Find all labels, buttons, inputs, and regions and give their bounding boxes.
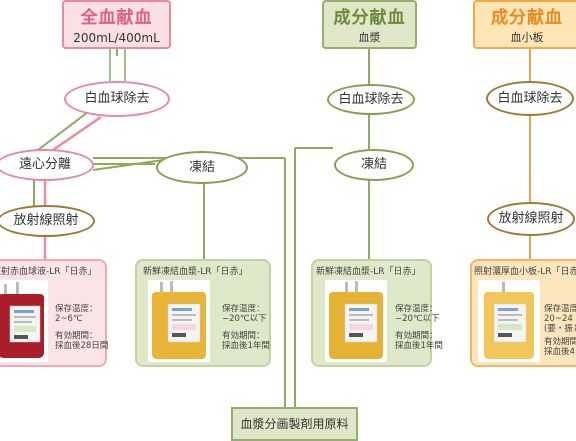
freezing-whole: 凍結 [156, 151, 248, 184]
rbc-bag-icon [0, 282, 44, 358]
rbc-expiry-label: 有効期間： [55, 331, 98, 341]
ffp-whole-product-name: 新鮮凍結血漿-LR「日赤」 [143, 267, 248, 277]
rbc-expiry-value: 採血後28日間 [55, 341, 109, 351]
rbc-storage-label: 保存温度： [55, 304, 98, 314]
ffp-whole-expiry-label: 有効期間： [222, 331, 265, 341]
leukocyte-removal-whole: 白血球除去 [64, 81, 170, 117]
plasma-title: 成分献血 [333, 8, 406, 28]
whole-blood-subtitle: 200mL/400mL [73, 31, 160, 45]
ffp-whole-storage-label: 保存温度： [222, 304, 265, 314]
whole-blood-header: 全血献血 200mL/400mL [62, 0, 171, 49]
platelet-expiry-value: 採血後4日 [544, 347, 576, 357]
ffp-apheresis-product-name: 新鮮凍結血漿-LR「日赤」 [316, 267, 421, 277]
ffp-apheresis-expiry-label: 有効期間： [395, 331, 438, 341]
platelet-storage-value: 20~24 [544, 314, 573, 324]
platelet-title: 成分献血 [491, 8, 563, 28]
ffp-apheresis-storage-value: −20℃以下 [395, 314, 440, 324]
ffp-apheresis-expiry-value: 採血後1年間 [395, 341, 443, 351]
plasma-subtitle: 血漿 [358, 31, 381, 44]
rbc-info: 保存温度： 2~6℃ 有効期間： 採血後28日間 [55, 304, 108, 351]
fractionation-raw-material: 血漿分画製剤用原料 [231, 407, 358, 441]
ffp-apheresis-bag-photo [325, 280, 387, 362]
platelet-storage-label: 保存温度： [544, 304, 576, 314]
platelet-subtitle: 血小板 [510, 31, 544, 44]
platelet-bag-photo [478, 280, 540, 362]
platelet-storage-note: (要・振と [544, 324, 576, 334]
ffp-whole-bag-icon [152, 281, 206, 359]
irradiation-whole: 放射線照射 [0, 205, 95, 237]
rbc-bag-photo [0, 280, 48, 362]
centrifugation: 遠心分離 [0, 149, 94, 181]
ffp-apheresis-bag-icon [329, 281, 383, 359]
platelet-header: 成分献血 血小板 [473, 0, 576, 49]
plasma-header: 成分献血 血漿 [322, 0, 417, 49]
platelet-product-name: 照射濃厚血小板-LR「日赤」 [474, 267, 576, 277]
ffp-whole-bag-photo [148, 280, 210, 362]
ffp-whole-expiry-value: 採血後1年間 [222, 341, 270, 351]
rbc-product-name: 照射赤血球液-LR「日赤」 [0, 267, 97, 277]
rbc-storage-value: 2~6℃ [55, 314, 83, 324]
ffp-apheresis-info: 保存温度： −20℃以下 有効期間： 採血後1年間 [395, 304, 443, 351]
platelet-info: 保存温度： 20~24 (要・振と 有効期間 採血後4日 [544, 304, 576, 357]
platelet-expiry-label: 有効期間 [544, 337, 576, 347]
whole-blood-title: 全血献血 [80, 8, 153, 28]
irradiation-platelet: 放射線照射 [487, 202, 575, 236]
ffp-whole-info: 保存温度： −20℃以下 有効期間： 採血後1年間 [222, 304, 270, 351]
freezing-plasma: 凍結 [334, 149, 414, 181]
leukocyte-removal-platelet: 白血球除去 [486, 81, 574, 116]
leukocyte-removal-plasma: 白血球除去 [327, 84, 415, 115]
ffp-whole-storage-value: −20℃以下 [222, 314, 267, 324]
platelet-bag-icon [484, 282, 534, 359]
ffp-apheresis-storage-label: 保存温度： [395, 304, 438, 314]
